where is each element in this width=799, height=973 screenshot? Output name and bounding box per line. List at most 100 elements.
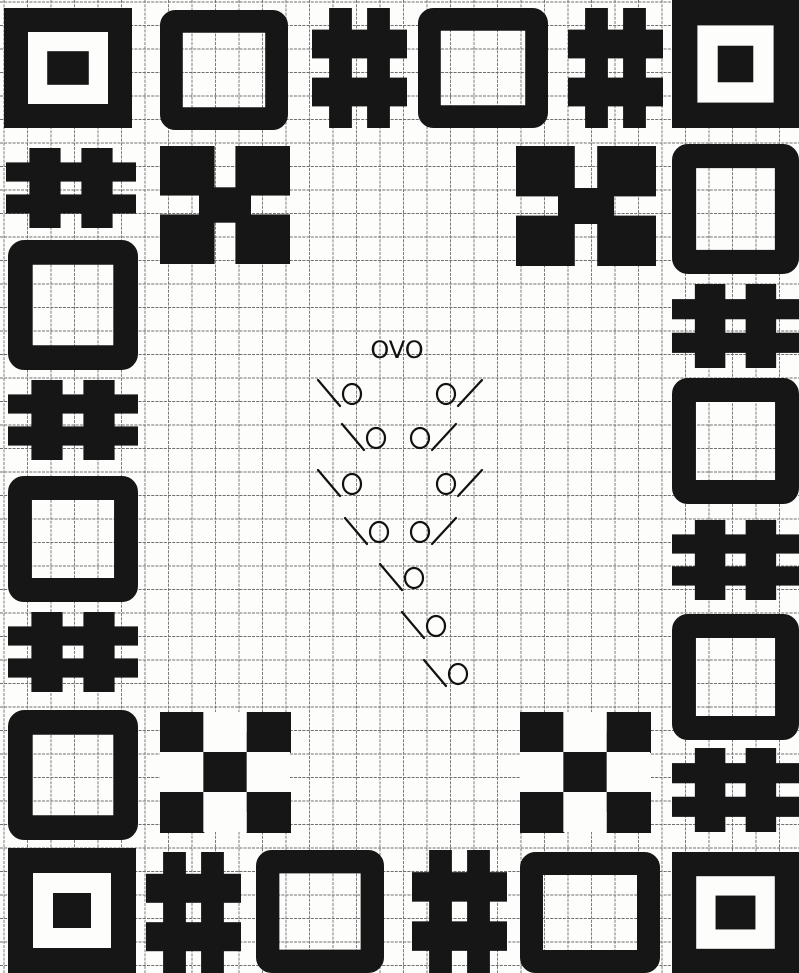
- square-frame: [684, 626, 787, 728]
- motif-cross: [146, 852, 241, 973]
- motif-checker: [520, 712, 651, 833]
- motif-square: [20, 488, 126, 590]
- cross-bar: [29, 148, 60, 228]
- yarn-over-symbol: [405, 568, 423, 588]
- ssk-slash: [345, 518, 367, 544]
- motif-square: [684, 626, 787, 728]
- square-frame: [171, 21, 276, 118]
- cross-bar: [746, 748, 776, 832]
- corner-core: [718, 46, 754, 83]
- cross-bar: [8, 626, 138, 645]
- motif-cross: [312, 8, 407, 128]
- cross-bar: [8, 658, 138, 677]
- cross-bar: [412, 921, 507, 951]
- cross-bar: [695, 748, 725, 832]
- k2tog-slash: [432, 518, 456, 544]
- motif-windmill: [160, 146, 290, 264]
- cross-bar: [672, 534, 799, 553]
- square-frame: [20, 722, 125, 827]
- ssk-slash: [402, 612, 424, 638]
- motif-square: [684, 156, 787, 262]
- yarn-over-symbol: [437, 474, 455, 494]
- cross-bar: [672, 333, 799, 353]
- motif-corner-left-bottom: [8, 848, 136, 973]
- k2tog-slash: [432, 424, 456, 450]
- motif-cross: [568, 8, 663, 128]
- cross-bar: [81, 148, 112, 228]
- cross-bar: [568, 78, 663, 107]
- motif-corner-right-top: [672, 0, 799, 128]
- lace-ssk-yo: [342, 424, 385, 450]
- square-frame: [429, 19, 536, 116]
- checker-gap: [203, 792, 246, 832]
- lace-ssk-yo: [345, 518, 388, 544]
- k2tog-slash: [458, 380, 482, 406]
- cross-bar: [746, 520, 776, 600]
- lace-yo-k2tog: [437, 380, 482, 406]
- lace-ssk-yo: [318, 470, 361, 496]
- lace-ssk-yo: [380, 564, 423, 590]
- yarn-over-symbol: [343, 384, 361, 404]
- ssk-slash: [318, 380, 340, 406]
- lace-yo-sk2p-yo: OVO: [370, 336, 423, 364]
- cross-bar: [412, 872, 507, 902]
- corner-core: [47, 51, 89, 85]
- lace-yo-k2tog: [411, 518, 456, 544]
- ssk-slash: [318, 470, 340, 496]
- lace-ssk-yo: [402, 612, 445, 638]
- yarn-over-symbol: [370, 522, 388, 542]
- cross-bar: [672, 566, 799, 585]
- checker-gap: [203, 712, 246, 752]
- cross-bar: [672, 797, 799, 817]
- yarn-over-symbol: [449, 664, 467, 684]
- cross-bar: [146, 922, 241, 951]
- motif-windmill: [516, 146, 656, 266]
- motif-square: [429, 19, 536, 116]
- cross-bar: [312, 78, 407, 107]
- motif-cross: [412, 850, 507, 973]
- motif-square: [684, 390, 787, 492]
- lace-yo-k2tog: [411, 424, 456, 450]
- motif-square: [531, 863, 648, 961]
- corner-core: [716, 896, 756, 930]
- cross-bar: [83, 380, 114, 460]
- cross-bar: [6, 162, 136, 181]
- square-frame: [20, 252, 125, 357]
- ssk-slash: [380, 564, 402, 590]
- motif-checker: [160, 712, 291, 833]
- border-motifs: [4, 0, 799, 973]
- cross-bar: [31, 612, 62, 692]
- square-frame: [684, 156, 787, 262]
- cross-bar: [695, 284, 725, 368]
- cross-bar: [83, 612, 114, 692]
- motif-square: [20, 722, 125, 827]
- motif-square: [20, 252, 125, 357]
- square-frame: [684, 390, 787, 492]
- cross-bar: [6, 194, 136, 213]
- cross-bar: [672, 299, 799, 319]
- checker-gap: [520, 752, 563, 792]
- cross-bar: [31, 380, 62, 460]
- cross-bar: [8, 426, 138, 445]
- motif-cross: [6, 148, 136, 228]
- windmill-block: [199, 187, 251, 222]
- cross-bar: [163, 852, 186, 973]
- yarn-over-symbol: [367, 428, 385, 448]
- cross-bar: [746, 284, 776, 368]
- double-decrease-label: OVO: [370, 336, 423, 364]
- cross-bar: [695, 520, 725, 600]
- cross-bar: [568, 30, 663, 59]
- k2tog-slash: [458, 470, 482, 496]
- yarn-over-symbol: [411, 522, 429, 542]
- cross-bar: [8, 394, 138, 413]
- square-frame: [20, 488, 126, 590]
- square-frame: [531, 863, 648, 961]
- lace-ssk-yo: [424, 660, 467, 686]
- corner-core: [53, 893, 91, 928]
- yarn-over-symbol: [343, 474, 361, 494]
- cross-bar: [623, 8, 646, 128]
- checker-gap: [247, 752, 290, 792]
- cross-bar: [329, 8, 352, 128]
